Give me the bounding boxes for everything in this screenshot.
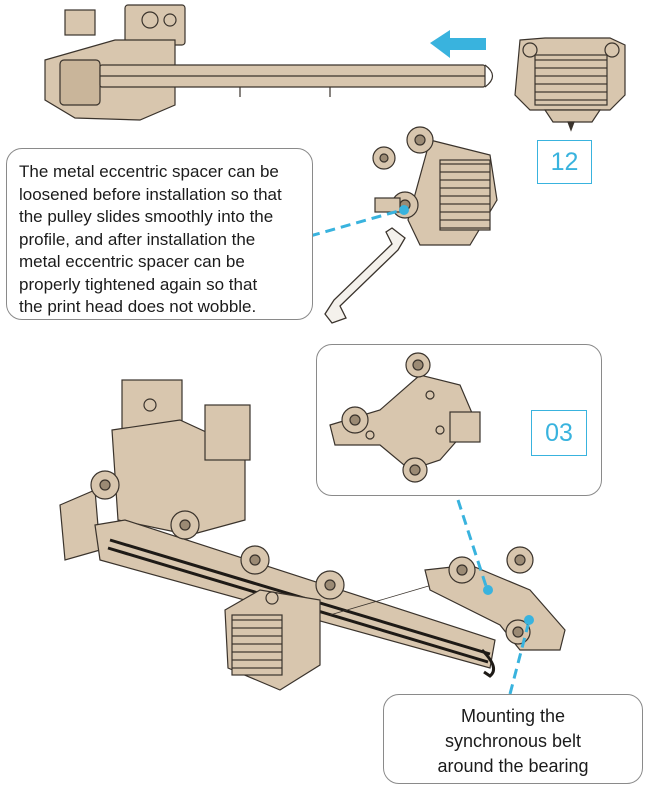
callout-line: the pulley slides smoothly into the: [19, 207, 274, 226]
callout-line: around the bearing: [437, 756, 589, 776]
detail-callout-frame: [316, 344, 602, 496]
callout-line: loosened before installation so that: [19, 184, 282, 204]
callout-line: synchronous belt: [444, 731, 582, 751]
carriage-with-pulleys: [372, 126, 498, 246]
eccentric-spacer-text: The metal eccentric spacer can be loosen…: [19, 161, 282, 319]
callout-line: The metal eccentric spacer can be: [19, 162, 279, 181]
callout-leader-top: [309, 205, 409, 238]
x-axis-arm-top: [44, 4, 494, 121]
callout-line: properly tightened again so that: [19, 274, 258, 294]
callout-leader-belt: [508, 615, 534, 695]
callout-line: profile, and after installation the: [19, 229, 256, 249]
arrow-left-icon: [430, 30, 486, 58]
step-number-03: 03: [531, 410, 587, 456]
callout-line: metal eccentric spacer can be: [19, 252, 245, 271]
step-number-12: 12: [537, 140, 592, 184]
carriage-plate-detail: [329, 352, 481, 483]
wrench-icon: [324, 227, 406, 324]
eccentric-spacer-callout: The metal eccentric spacer can be loosen…: [6, 148, 313, 320]
belt-callout: Mounting the synchronous belt around the…: [383, 694, 643, 784]
belt-callout-text: Mounting the synchronous belt around the…: [384, 704, 642, 779]
callout-leader-detail: [456, 499, 493, 595]
callout-line: the print head does not wobble.: [19, 297, 257, 316]
callout-line: Mounting the: [460, 706, 566, 726]
carriage-front-view: [514, 37, 626, 132]
x-axis-assembly: [59, 379, 566, 691]
